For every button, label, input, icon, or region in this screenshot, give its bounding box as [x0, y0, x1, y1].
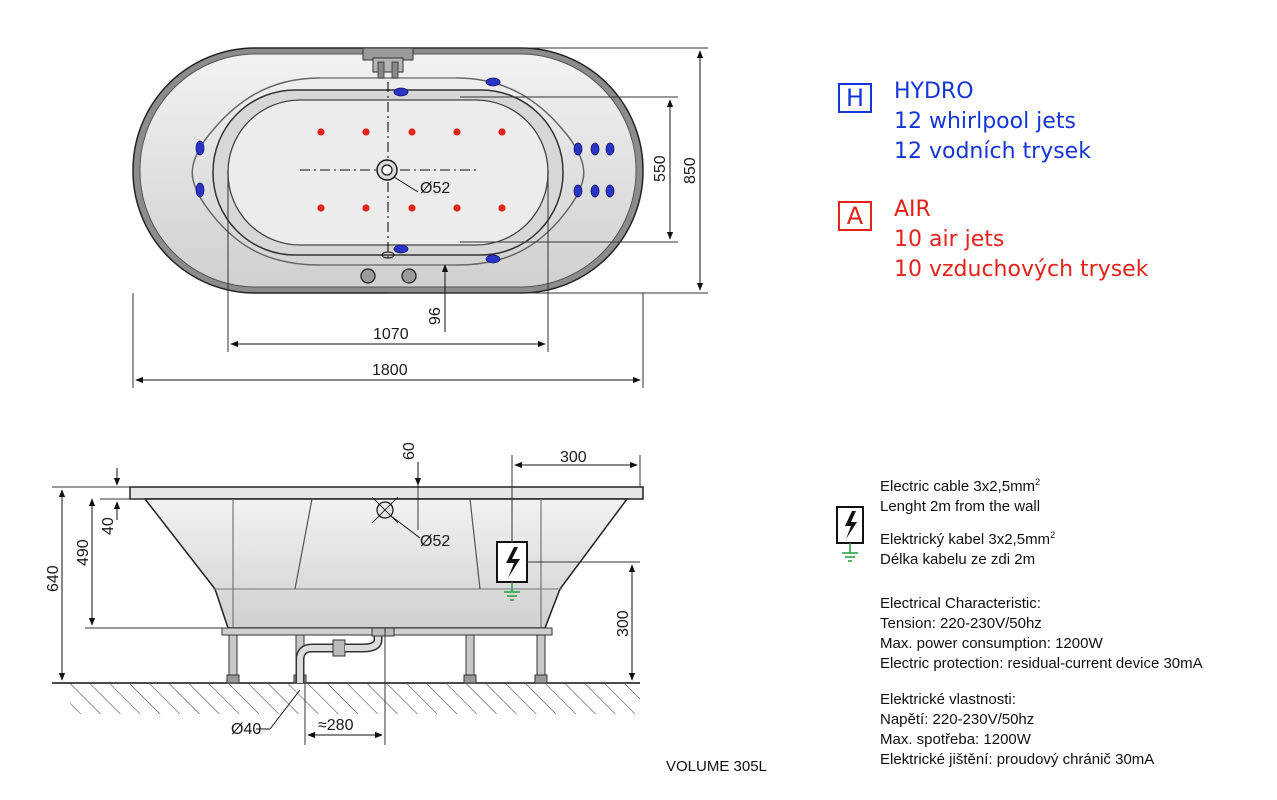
air-jet-icon [453, 128, 461, 136]
support-leg [465, 634, 475, 676]
body-height-dim-label: 490 [75, 539, 92, 566]
hydro-jet-icon [485, 254, 501, 264]
air-jet-icon [498, 128, 506, 136]
hydro-jet-icon [573, 142, 583, 156]
support-leg [228, 634, 238, 676]
hydro-jet-icon [195, 140, 205, 156]
air-jet-icon [362, 204, 370, 212]
control-knob-icon [360, 268, 376, 284]
headrest-contour-right [455, 77, 585, 266]
air-legend-icon: A [838, 201, 872, 231]
waste-diameter-label: Ø40 [231, 721, 261, 738]
support-leg-foot [534, 674, 548, 684]
length-dim-label: 1800 [372, 362, 408, 379]
air-jet-icon [408, 128, 416, 136]
cable-en-line2: Lenght 2m from the wall [880, 498, 1041, 515]
hydro-title: HYDRO [894, 79, 974, 104]
waste-pipe-icon [295, 627, 395, 683]
top-view: Ø52 1800 1070 96 850 550 [132, 47, 708, 388]
floor-hatch [70, 684, 640, 714]
rim-dim-label: 40 [100, 517, 117, 535]
air-jet-icon [408, 204, 416, 212]
headrest-contour-left [191, 77, 321, 266]
top-offset-dim-label: 60 [401, 442, 418, 460]
electrical-cz-power: Max. spotřeba: 1200W [880, 731, 1031, 748]
inner-width-dim-label: 550 [652, 155, 669, 182]
waste-offset-label: ≈280 [318, 717, 354, 734]
air-jet-icon [317, 204, 325, 212]
cable-offset-dim-label: 300 [560, 449, 587, 466]
support-legs [226, 634, 548, 684]
width-dim-label: 850 [682, 157, 699, 184]
hydro-jet-icon [393, 244, 409, 254]
cable-cz-line2: Délka kabelu ze zdi 2m [880, 551, 1036, 568]
cable-en-line1: Electric cable 3x2,5mm2 [880, 477, 1041, 495]
cable-height-dim-label: 300 [615, 610, 632, 637]
hydro-jet-icon [393, 87, 409, 97]
air-line-en: 10 air jets [894, 227, 1005, 252]
inner-length-dim-label: 1070 [373, 326, 409, 343]
drain-icon [376, 159, 419, 193]
volume-label: VOLUME 305L [666, 758, 767, 775]
hydro-jet-icon [590, 184, 600, 198]
hydro-legend: HYDRO 12 whirlpool jets 12 vodních tryse… [894, 77, 1091, 167]
hydro-line-en: 12 whirlpool jets [894, 109, 1076, 134]
electrical-cz-tension: Napětí: 220-230V/50hz [880, 711, 1035, 728]
jet-markers [195, 77, 615, 264]
side-inner-profile [294, 498, 481, 590]
hydro-jet-icon [605, 142, 615, 156]
electrical-en-protection: Electric protection: residual-current de… [880, 655, 1203, 672]
electrical-cz-title: Elektrické vlastnosti: [880, 691, 1016, 708]
air-jet-icon [362, 128, 370, 136]
hydro-legend-icon: H [838, 83, 872, 113]
offset-dim-label: 96 [427, 307, 444, 325]
side-drain-icon [371, 485, 421, 539]
electrical-en-title: Electrical Characteristic: [880, 595, 1041, 612]
electrical-cz-protection: Elektrické jištění: proudový chránič 30m… [880, 751, 1155, 768]
electrical-cz-info: Elektrické vlastnosti: Napětí: 220-230V/… [880, 690, 1154, 770]
total-height-dim-label: 640 [45, 565, 62, 592]
electrical-en-power: Max. power consumption: 1200W [880, 635, 1103, 652]
electrical-en-tension: Tension: 220-230V/50hz [880, 615, 1042, 632]
air-line-cz: 10 vzduchových trysek [894, 257, 1149, 282]
air-jet-icon [498, 204, 506, 212]
electric-hazard-icon [836, 506, 864, 562]
side-drain-label: Ø52 [420, 533, 450, 550]
support-leg [536, 634, 546, 676]
control-knob-icon [401, 268, 417, 284]
hydro-jet-icon [605, 184, 615, 198]
support-leg-foot [463, 674, 477, 684]
air-jet-icon [453, 204, 461, 212]
faucet-icon [362, 47, 414, 79]
support-leg-foot [226, 674, 240, 684]
air-title: AIR [894, 197, 931, 222]
cable-info: Electric cable 3x2,5mm2 Lenght 2m from t… [880, 472, 1055, 570]
side-rim [129, 486, 644, 500]
hydro-jet-icon [590, 142, 600, 156]
air-jet-icon [317, 128, 325, 136]
side-view: Ø52 640 490 40 60 300 [45, 442, 644, 745]
electrical-en-info: Electrical Characteristic: Tension: 220-… [880, 594, 1203, 674]
hydro-jet-icon [485, 77, 501, 87]
top-drain-label: Ø52 [420, 180, 450, 197]
hydro-jet-icon [195, 182, 205, 198]
hydro-jet-icon [573, 184, 583, 198]
air-legend: AIR 10 air jets 10 vzduchových trysek [894, 195, 1148, 285]
hydro-line-cz: 12 vodních trysek [894, 139, 1091, 164]
cable-cz-line1: Elektrický kabel 3x2,5mm2 [880, 530, 1056, 548]
